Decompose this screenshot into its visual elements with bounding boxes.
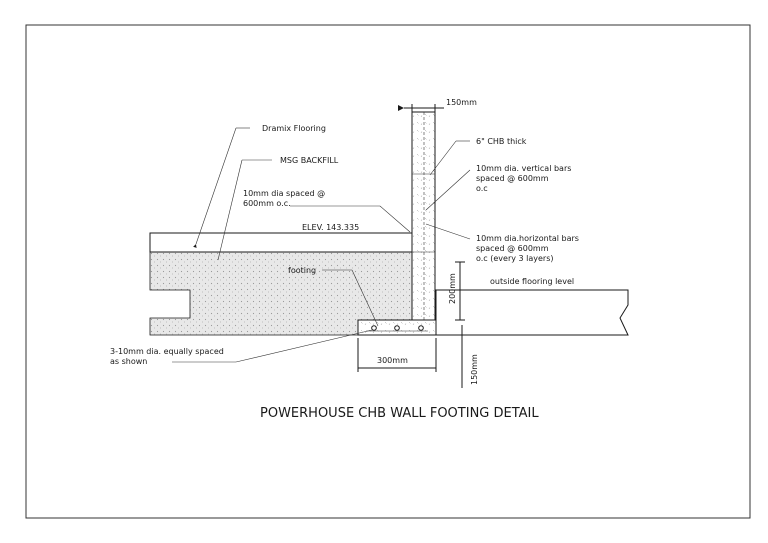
drawing-title: POWERHOUSE CHB WALL FOOTING DETAIL — [260, 406, 539, 421]
rebar-dot — [418, 325, 424, 331]
footing-height-dimension: 200mm — [448, 273, 457, 304]
rebar-dot — [371, 325, 377, 331]
vertical-bars-label-line2: spaced @ 600mm — [476, 174, 549, 183]
equally-spaced-label-line2: as shown — [110, 357, 147, 366]
chb-thick-label: 6" CHB thick — [476, 137, 527, 146]
sheet-frame — [25, 24, 751, 519]
chb-wall — [411, 111, 436, 321]
outside-flooring-label: outside flooring level — [490, 277, 574, 286]
equally-spaced-label-line1: 3-10mm dia. equally spaced — [110, 347, 224, 356]
footing-label: footing — [288, 266, 316, 275]
elevation-label: ELEV. 143.335 — [302, 223, 359, 232]
horizontal-bars-label-line3: o.c (every 3 layers) — [476, 254, 554, 263]
vertical-bars-label-line1: 10mm dia. vertical bars — [476, 164, 571, 173]
dramix-flooring-label: Dramix Flooring — [262, 124, 326, 133]
footing-thickness-dimension: 150mm — [470, 354, 479, 385]
horizontal-bars-label-line1: 10mm dia.horizontal bars — [476, 234, 579, 243]
footing-width-dimension: 300mm — [377, 356, 408, 365]
msg-backfill-label: MSG BACKFILL — [280, 156, 339, 165]
slab — [149, 232, 413, 253]
horizontal-bars-label-line2: spaced @ 600mm — [476, 244, 549, 253]
vertical-bars-label-line3: o.c — [476, 184, 488, 193]
outside-ground — [435, 289, 629, 336]
dia-spaced-label-line1: 10mm dia spaced @ — [243, 189, 325, 198]
rebar-dot — [394, 325, 400, 331]
dia-spaced-label-line2: 600mm o.c. — [243, 199, 291, 208]
wall-width-dimension: 150mm — [446, 98, 477, 107]
